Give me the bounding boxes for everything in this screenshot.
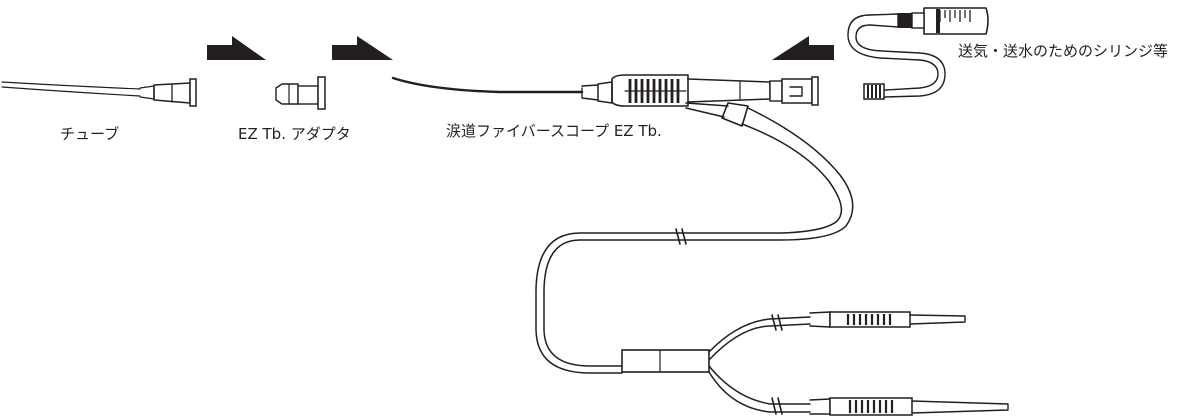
adapter <box>275 76 326 110</box>
tube-label: チューブ <box>60 125 120 143</box>
left-arrow-icon <box>772 36 834 60</box>
right-arrow-icon <box>207 36 266 60</box>
fiberscope <box>391 74 1009 416</box>
adapter-label: EZ Tb. アダプタ <box>238 125 351 143</box>
scope-label: 涙道ファイバースコープ EZ Tb. <box>446 122 662 140</box>
syringe-assembly <box>847 7 989 100</box>
syringe-label: 送気・送水のためのシリンジ等 <box>958 42 1169 60</box>
tube <box>1 78 197 107</box>
right-arrow-icon <box>332 36 393 60</box>
